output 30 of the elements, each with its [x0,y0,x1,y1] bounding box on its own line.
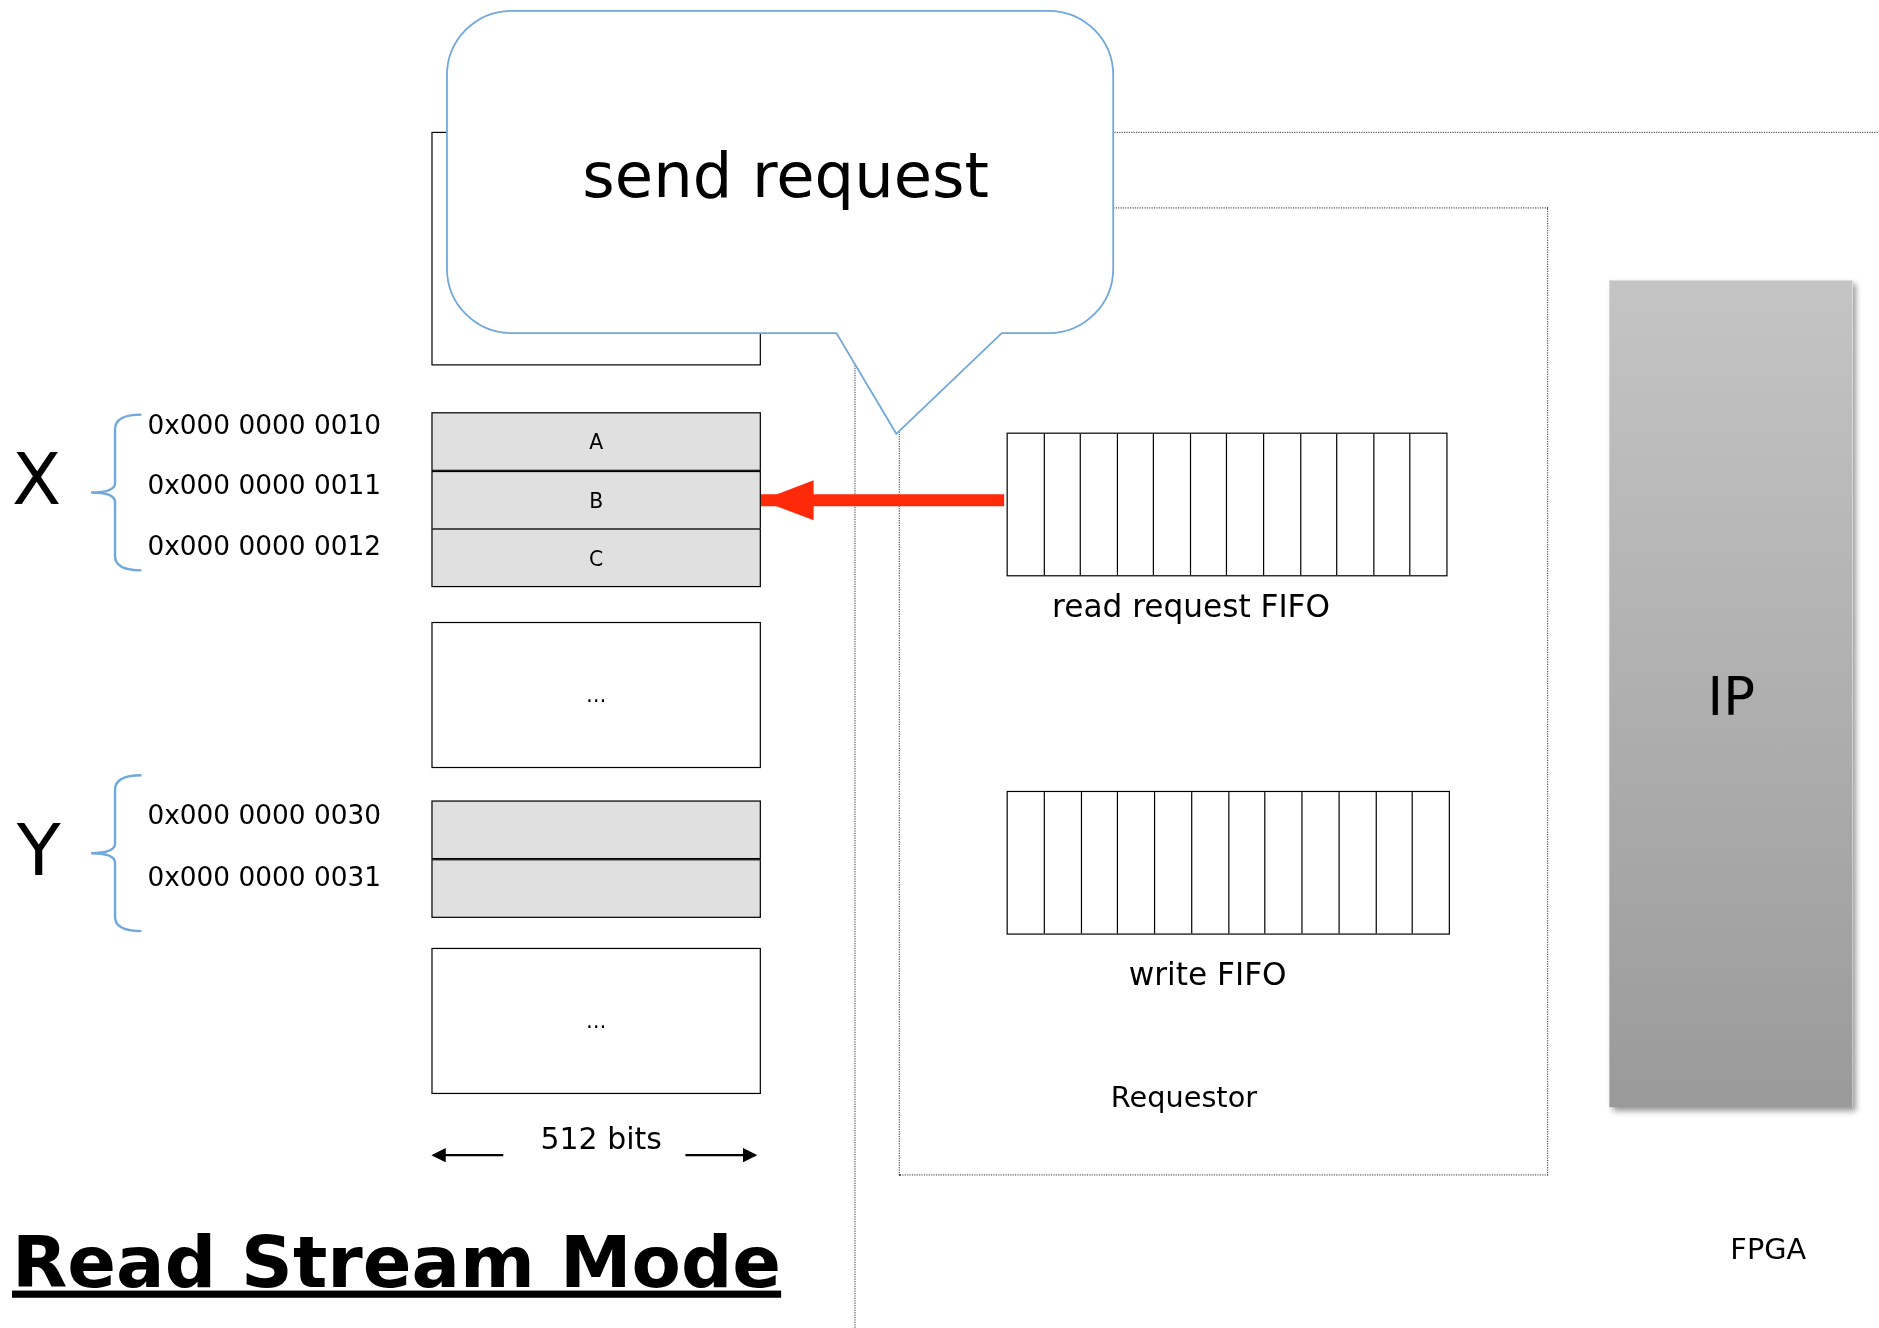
cell-label: … [585,683,607,707]
title: Read Stream Mode [12,1219,782,1304]
axis-letter: Y [16,807,61,892]
cell-label: A [589,429,604,454]
callout-text: send request [582,139,989,211]
dimension-label: 512 bits [540,1121,662,1157]
memory-row [431,859,761,918]
memory-row [431,412,761,471]
fifo-label: read request FIFO [1052,588,1331,625]
memory-row [431,528,761,588]
block-label: IP [1707,666,1755,728]
cell-label: C [589,545,604,570]
address-label: 0x000 0000 0012 [147,530,382,561]
fifo-buffer [1006,790,1450,983]
address-label: 0x000 0000 0030 [147,800,382,831]
ip-block [1609,280,1853,1108]
memory-row [431,800,761,860]
memory-block [431,947,761,1095]
address-label: 0x000 0000 0011 [147,469,382,500]
memory-row [431,470,761,530]
address-label: 0x000 0000 0010 [147,409,382,440]
fifo-label: write FIFO [1128,956,1287,993]
address-label: 0x000 0000 0031 [147,861,382,892]
cell-label: B [589,488,604,513]
memory-block [431,621,761,769]
cell-label: … [585,1008,607,1033]
region-label: FPGA [1730,1233,1807,1267]
region-label: Requestor [1110,1080,1258,1115]
arrow [760,480,1005,521]
axis-letter: X [12,437,62,522]
